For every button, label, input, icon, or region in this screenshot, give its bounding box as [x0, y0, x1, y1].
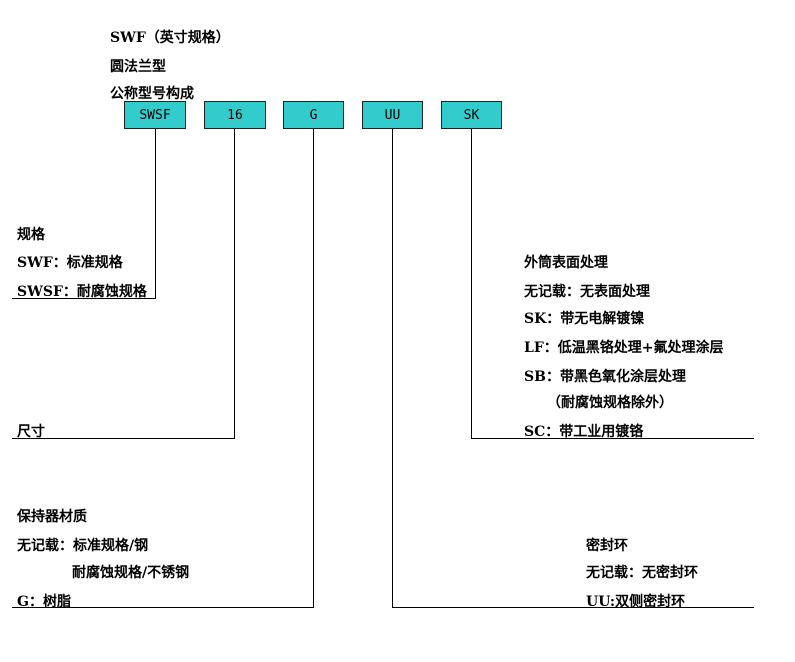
surface-item: SB：带黑色氧化涂层处理: [524, 369, 686, 385]
size-label: 尺寸: [17, 424, 45, 440]
retainer-title: 保持器材质: [17, 509, 87, 525]
spec-title: 规格: [17, 227, 45, 243]
surface-title: 外筒表面处理: [524, 255, 608, 271]
retainer-item: 耐腐蚀规格/不锈钢: [72, 565, 190, 581]
header-title: SWF（英寸规格）: [110, 30, 230, 46]
surface-item: SK：带无电解镀镍: [524, 311, 645, 327]
connector-surface-vertical: [471, 129, 472, 439]
code-box-size: 16: [204, 101, 266, 129]
seal-title: 密封环: [586, 538, 628, 554]
connector-size-vertical: [234, 129, 235, 439]
connector-retainer-horizontal: [12, 607, 314, 608]
connector-spec-vertical: [155, 129, 156, 299]
connector-seal-vertical: [392, 129, 393, 608]
connector-size-horizontal: [12, 438, 235, 439]
header-subtitle: 圆法兰型: [110, 59, 166, 75]
header-caption: 公称型号构成: [110, 86, 194, 102]
connector-surface-horizontal: [471, 438, 754, 439]
connector-seal-horizontal: [392, 607, 754, 608]
code-box-spec: SWSF: [124, 101, 186, 129]
connector-retainer-vertical: [313, 129, 314, 608]
connector-spec-horizontal: [12, 298, 156, 299]
code-box-surface: SK: [441, 101, 502, 129]
code-box-retainer: G: [283, 101, 344, 129]
seal-item: 无记载：无密封环: [586, 565, 698, 581]
spec-item: SWSF：耐腐蚀规格: [17, 284, 147, 300]
code-box-seal: UU: [362, 101, 423, 129]
surface-item: SC：带工业用镀铬: [524, 424, 644, 440]
retainer-item: 无记载：标准规格/钢: [17, 538, 149, 554]
surface-item: 无记载：无表面处理: [524, 284, 650, 300]
spec-item: SWF：标准规格: [17, 255, 123, 271]
surface-item: （耐腐蚀规格除外）: [547, 395, 673, 411]
surface-item: LF：低温黑铬处理+氟处理涂层: [524, 340, 724, 356]
retainer-item: G：树脂: [17, 594, 71, 610]
seal-item: UU:双侧密封环: [586, 594, 686, 610]
